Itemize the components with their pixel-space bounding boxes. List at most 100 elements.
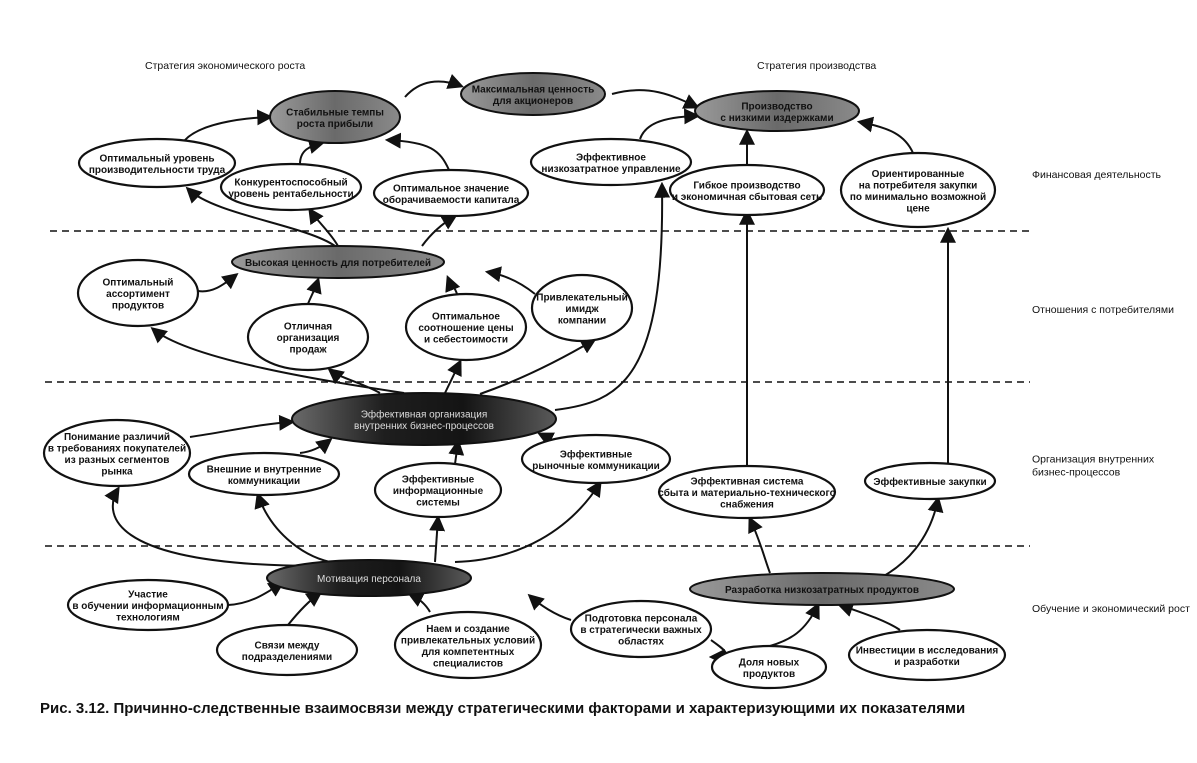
edge-arrow (445, 275, 461, 295)
edge-arrow (454, 480, 602, 563)
edge-arrow (611, 89, 700, 109)
edge-arrow (836, 601, 901, 631)
edge-arrow (639, 108, 701, 140)
edge-arrow (299, 438, 333, 455)
node-shape (291, 392, 557, 446)
node-shape (529, 137, 693, 187)
edge-arrow (769, 602, 820, 647)
edge-arrow (287, 591, 323, 626)
edge-arrow (429, 514, 446, 563)
edge-arrow (308, 207, 339, 247)
edge-arrow (748, 516, 771, 574)
node-shape (215, 623, 359, 677)
node-shape (657, 464, 837, 520)
edge-arrow (189, 414, 296, 438)
node-shape (231, 245, 445, 279)
node-shape (668, 163, 826, 217)
row-label-financial: Финансовая деятельность (1032, 169, 1162, 181)
node-shape (569, 599, 713, 659)
edge-arrow (306, 276, 322, 305)
node-low-cost-products: Разработка низкозатратных продуктов (689, 572, 955, 606)
node-shape (393, 610, 543, 680)
node-shape (520, 433, 672, 485)
edge-arrow (384, 132, 450, 171)
node-shape (373, 461, 503, 519)
edge-arrow (879, 495, 944, 579)
edge-arrow (254, 491, 331, 563)
edge-arrow (227, 581, 285, 606)
node-shape (42, 418, 192, 488)
edge-arrow (150, 326, 405, 394)
edges (104, 73, 956, 665)
edge-arrow (421, 214, 458, 247)
node-shape (66, 578, 230, 632)
header-right: Стратегия производства (757, 60, 876, 72)
node-shape (404, 292, 528, 362)
node-shape (246, 302, 370, 372)
node-shape (460, 72, 606, 116)
edge-arrow (197, 273, 239, 293)
node-shape (219, 162, 363, 212)
edge-arrow (184, 109, 274, 141)
node-shape (372, 168, 530, 218)
node-label: Эффективные закупки (873, 476, 986, 488)
node-shape (187, 451, 341, 497)
edge-arrow (299, 138, 326, 165)
node-shape (694, 90, 860, 132)
node-shape (863, 461, 997, 501)
node-shape (710, 644, 828, 690)
node-shape (77, 137, 237, 189)
node-label: Разработка низкозатратных продуктов (725, 584, 919, 596)
edge-arrow (444, 359, 462, 394)
edge-arrow (327, 368, 381, 394)
figure-caption-text: Причинно-следственные взаимосвязи между … (113, 700, 966, 717)
node-shape (839, 151, 997, 229)
figure-caption: Рис. 3.12. Причинно-следственные взаимос… (40, 700, 965, 717)
node-shape (266, 559, 472, 597)
edge-arrow (407, 592, 431, 613)
node-customer-value: Высокая ценность для потребителей (231, 245, 445, 279)
node-shape (530, 273, 634, 343)
node-label: Мотивация персонала (317, 574, 421, 585)
node-label: Высокая ценность для потребителей (245, 257, 431, 269)
